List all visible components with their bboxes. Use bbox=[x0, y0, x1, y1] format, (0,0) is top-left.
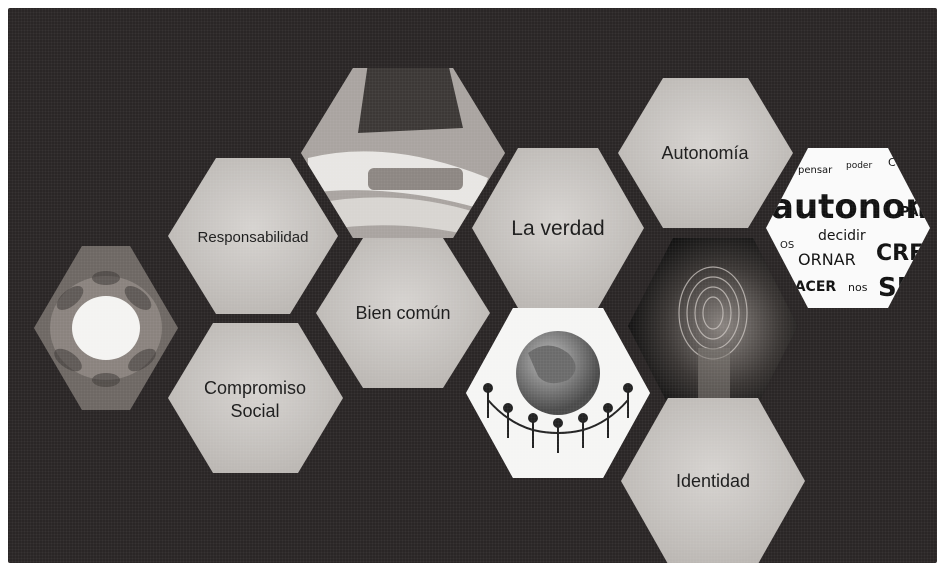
word-cloud-word: nos bbox=[848, 281, 868, 294]
autonomia-label: Autonomía bbox=[661, 143, 749, 163]
word-cloud-word: CGS bbox=[888, 156, 911, 169]
word-cloud-word: CREAR bbox=[876, 241, 937, 266]
collage-frame: Responsabilidad Bien común Compromiso So… bbox=[8, 8, 937, 563]
word-cloud-image: pensar poder CGS autonomia PARA decidir … bbox=[766, 148, 937, 308]
word-cloud-word: pensar bbox=[798, 165, 833, 176]
compromiso-social-hexagon: Compromiso Social bbox=[168, 323, 343, 473]
word-cloud-word: PARA bbox=[900, 205, 937, 220]
word-cloud-word: OS bbox=[780, 240, 794, 251]
bien-comun-label: Bien común bbox=[355, 303, 450, 323]
identidad-label: Identidad bbox=[676, 471, 750, 491]
bien-comun-hexagon: Bien común bbox=[316, 238, 490, 388]
word-cloud-word: decidir bbox=[818, 228, 866, 244]
autonomia-hexagon: Autonomía bbox=[618, 78, 793, 228]
word-cloud-word: ORNAR bbox=[798, 250, 856, 269]
word-cloud-word: SER bbox=[878, 273, 935, 303]
responsabilidad-label: Responsabilidad bbox=[198, 229, 309, 246]
compromiso-label-line1: Compromiso bbox=[204, 378, 306, 398]
compromiso-label-line2: Social bbox=[230, 401, 279, 421]
word-cloud-word: autonomia bbox=[771, 187, 937, 227]
fingerprint-photo bbox=[628, 238, 798, 414]
la-verdad-label: La verdad bbox=[511, 217, 604, 240]
hands-giving-photo bbox=[301, 68, 505, 238]
la-verdad-hexagon: La verdad bbox=[472, 148, 644, 308]
responsabilidad-hexagon: Responsabilidad bbox=[168, 158, 338, 314]
word-cloud-word: poder bbox=[846, 161, 872, 171]
identidad-hexagon: Identidad bbox=[621, 398, 805, 563]
hexagon-collage: Responsabilidad Bien común Compromiso So… bbox=[34, 68, 937, 563]
word-cloud-word: HACER bbox=[783, 279, 836, 295]
globe-people-illustration bbox=[466, 308, 650, 478]
hands-circle-photo bbox=[34, 246, 178, 410]
